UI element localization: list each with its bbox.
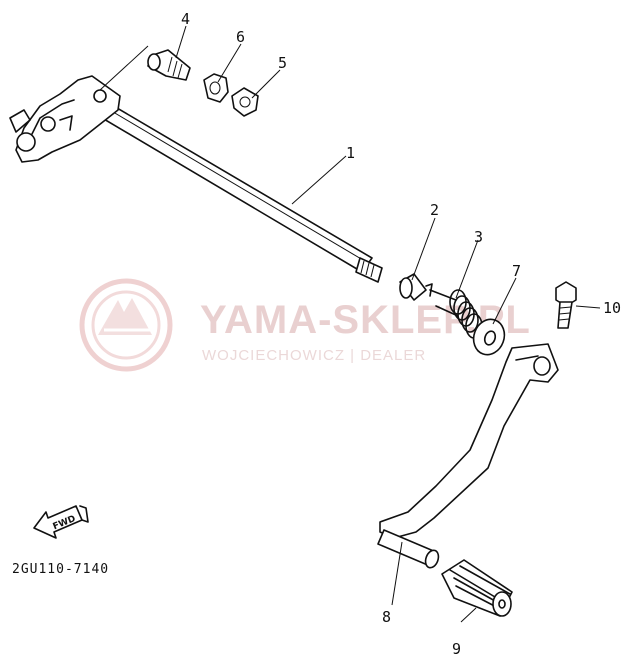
part-code: 2GU110-7140: [12, 562, 109, 577]
callout-9: 9: [452, 640, 461, 658]
part-8-shift-pedal: [377, 343, 559, 569]
callout-3: 3: [474, 228, 483, 246]
callout-7: 7: [512, 262, 521, 280]
watermark-subtitle: WOJCIECHOWICZ | DEALER: [202, 347, 426, 364]
part-10-bolt: [555, 281, 577, 329]
part-7-washer: [472, 318, 506, 356]
part-3-torsion-spring: [425, 283, 483, 339]
part-4-eccentric-screw: [147, 49, 191, 81]
callout-6: 6: [236, 28, 245, 46]
part-9-shift-rubber: [441, 559, 513, 617]
callout-10: 10: [603, 299, 621, 317]
callout-1: 1: [346, 144, 355, 162]
callout-2: 2: [430, 201, 439, 219]
callout-4: 4: [181, 10, 190, 28]
callout-5: 5: [278, 54, 287, 72]
watermark-logo: [79, 278, 173, 372]
callout-8: 8: [382, 608, 391, 626]
part-1-shift-shaft: [9, 75, 383, 283]
callout-numbers: 1 2 3 4 5 6 7 8 9 10: [181, 10, 621, 658]
part-5-lock-washer: [231, 87, 259, 117]
fwd-arrow: FWD: [33, 505, 89, 539]
watermark: YAMA-SKLEP.PL WOJCIECHOWICZ | DEALER: [79, 278, 530, 372]
leader-lines: [99, 25, 601, 623]
part-2-collar: [399, 273, 427, 301]
part-6-nut: [203, 73, 229, 103]
